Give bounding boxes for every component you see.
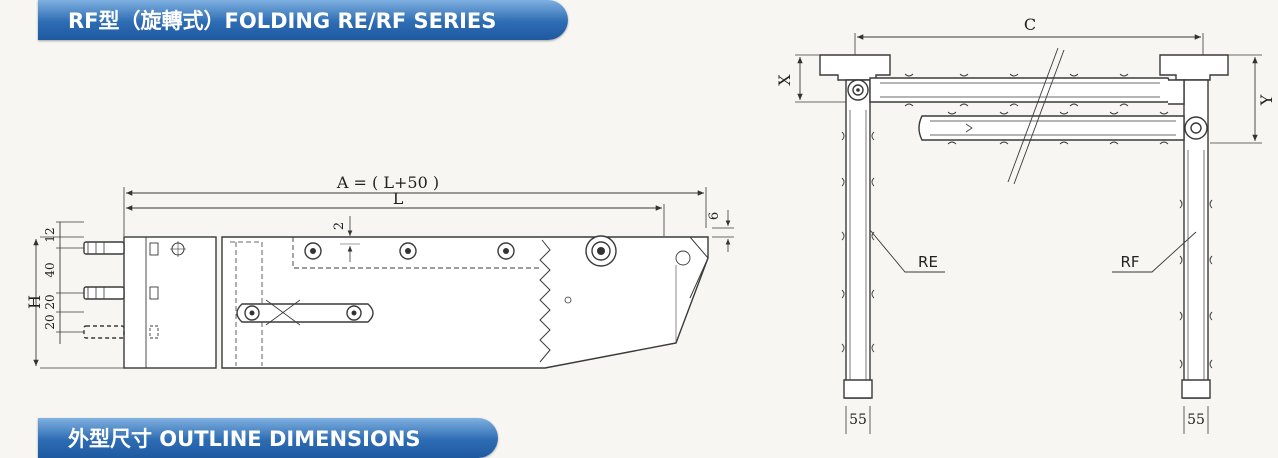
folding-frame-view [795, 33, 1262, 434]
dim-2-label: 2 [332, 222, 347, 230]
dim-y-label: Y [1257, 94, 1276, 106]
dim-40-label: 40 [43, 262, 57, 277]
upper-arm [869, 77, 1172, 103]
dim-20a-label: 20 [43, 294, 57, 309]
left-block [123, 236, 217, 369]
dim-55-left-label: 55 [849, 412, 867, 428]
dim-6-label: 6 [707, 212, 722, 220]
dim-h-label: H [25, 295, 44, 309]
dim-l-label: L [393, 189, 404, 208]
section-banner-series: RF型（旋轉式）FOLDING RE/RF SERIES [38, 0, 568, 40]
hinge-side-view [33, 187, 734, 369]
technical-drawings: A = ( L+50 ) L H 12 40 20 20 2 6 [25, 15, 1276, 434]
link-arm [236, 303, 374, 323]
dim-12-label: 12 [43, 227, 57, 242]
label-re: RE [918, 253, 938, 271]
dim-a-label: A = ( L+50 ) [336, 173, 439, 192]
dim-55-right-label: 55 [1187, 412, 1205, 428]
main-body [221, 236, 709, 369]
label-rf: RF [1120, 253, 1139, 271]
lower-arm [918, 115, 1185, 141]
right-top-plate [1159, 54, 1229, 81]
left-top-plate [819, 54, 891, 81]
dim-20b-label: 20 [43, 314, 57, 329]
dim-x-label: X [775, 74, 794, 86]
left-post [845, 79, 871, 399]
dim-c-label: C [1024, 15, 1036, 34]
series-title: RF型（旋轉式）FOLDING RE/RF SERIES [68, 9, 497, 33]
